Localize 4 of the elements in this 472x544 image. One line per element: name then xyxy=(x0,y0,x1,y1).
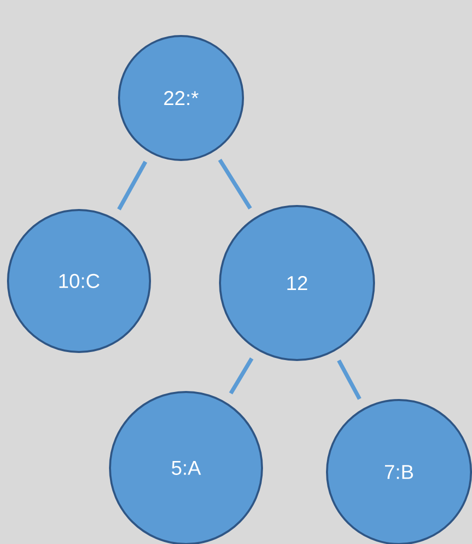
tree-edge xyxy=(229,357,254,394)
tree-edge xyxy=(218,158,252,210)
tree-edge xyxy=(117,160,148,210)
tree-edge xyxy=(337,359,362,400)
